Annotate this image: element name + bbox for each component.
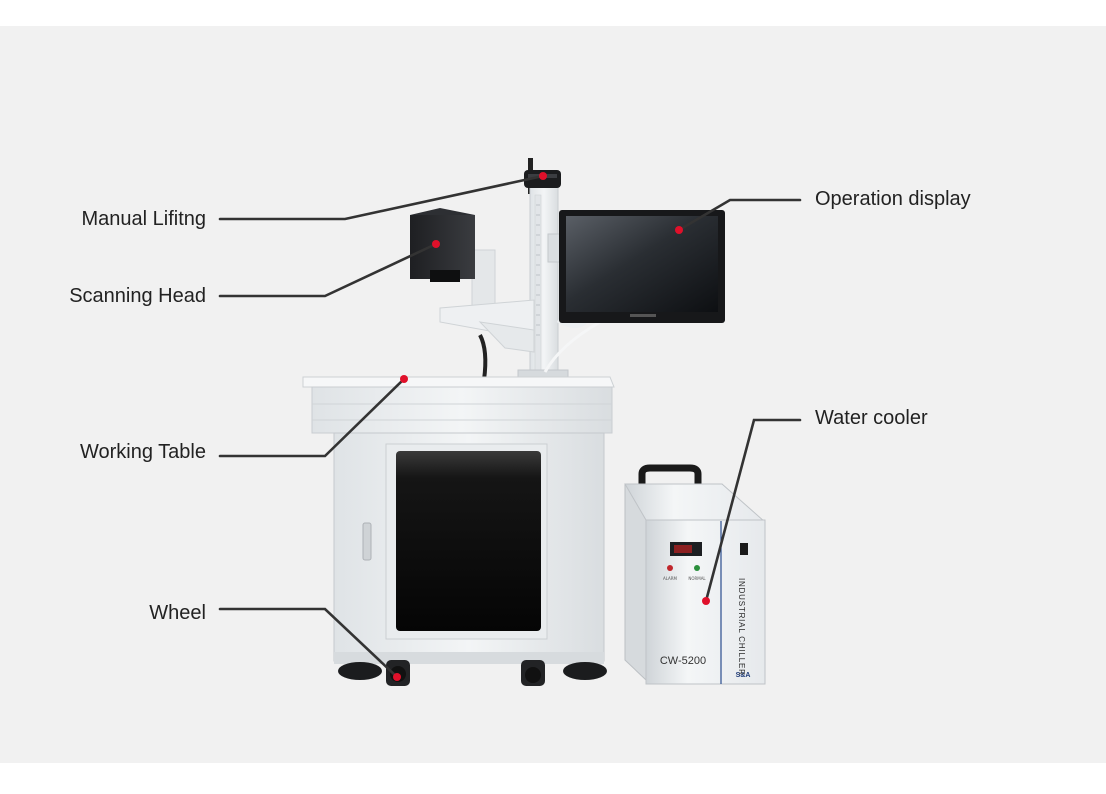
marker-working-table	[400, 375, 408, 383]
lifting-column	[517, 158, 569, 383]
normal-led	[694, 565, 700, 571]
normal-label: NORMAL	[688, 576, 706, 581]
door-handle	[362, 522, 372, 561]
leader-line-water-cooler	[704, 418, 802, 603]
operation-display	[559, 210, 725, 323]
marker-manual-lifting	[539, 172, 547, 180]
marker-water-cooler	[702, 597, 710, 605]
scanning-head	[410, 208, 535, 381]
water-chiller: ALARM NORMAL CW-5200 S&A INDUSTRIAL CHIL…	[624, 464, 766, 685]
laser-marking-machine	[302, 158, 725, 686]
marker-operation-display	[675, 226, 683, 234]
label-manual-lifting: Manual Lifitng	[81, 208, 206, 230]
marker-dots	[393, 172, 710, 681]
label-water-cooler: Water cooler	[815, 407, 928, 429]
leader-line-manual-lifting	[218, 174, 545, 221]
leader-line-working-table	[218, 377, 406, 458]
alarm-led	[667, 565, 673, 571]
leader-lines	[218, 174, 802, 679]
leader-line-wheel	[218, 607, 399, 679]
label-scanning-head: Scanning Head	[69, 285, 206, 307]
chiller-power-switch	[740, 543, 748, 555]
chiller-side-text: INDUSTRIAL CHILLER	[737, 578, 746, 676]
machine-cabinet	[333, 432, 605, 664]
chiller-model: CW-5200	[660, 655, 706, 667]
cabinet-door-window	[396, 451, 541, 631]
leader-line-operation-display	[677, 198, 802, 232]
working-table	[302, 376, 615, 434]
page-bottom-margin	[0, 763, 1106, 794]
wheels	[338, 660, 607, 686]
label-operation-display: Operation display	[815, 188, 971, 210]
alarm-label: ALARM	[663, 576, 678, 581]
label-working-table: Working Table	[80, 441, 206, 463]
leader-line-scanning-head	[218, 242, 438, 298]
marker-wheel	[393, 673, 401, 681]
chiller-brand: S&A	[736, 672, 751, 679]
label-wheel: Wheel	[149, 602, 206, 624]
marker-scanning-head	[432, 240, 440, 248]
